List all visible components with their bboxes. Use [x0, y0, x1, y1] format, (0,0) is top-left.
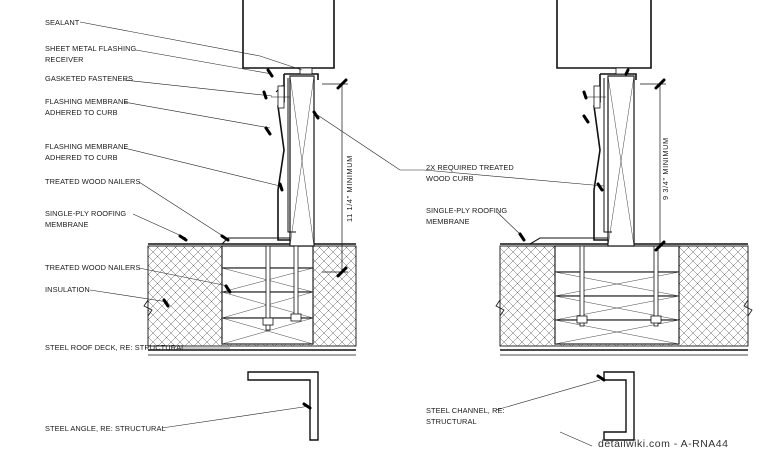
right-labels: 2X REQUIRED TREATED WOOD CURB SINGLE-PLY… [426, 163, 514, 426]
right-detail: 9 3/4" MINIMUM 2X REQUIRED TREATED WOOD … [315, 0, 753, 447]
left-break-line [143, 299, 153, 317]
label-insulation: INSULATION [45, 285, 90, 294]
label-flashing-membrane-1: FLASHING MEMBRANE [45, 97, 128, 106]
left-leader-ticks [162, 68, 320, 410]
left-detail: 11 1/4" MINIMUM [45, 0, 357, 441]
watermark-text: detailwiki.com - A-RNA44 [598, 438, 728, 450]
left-dimension-label: 11 1/4" MINIMUM [345, 155, 354, 222]
label-structural: STRUCTURAL [426, 417, 477, 426]
label-sheet-metal-flashing: SHEET METAL FLASHING [45, 44, 137, 53]
label-single-ply-roofing: SINGLE-PLY ROOFING [45, 209, 126, 218]
label-flashing-membrane-2: FLASHING MEMBRANE [45, 142, 128, 151]
label-sealant: SEALANT [45, 18, 80, 27]
label-adhered-to-curb-1: ADHERED TO CURB [45, 108, 118, 117]
left-dimension: 11 1/4" MINIMUM [322, 78, 354, 278]
label-wood-curb: WOOD CURB [426, 174, 474, 183]
label-steel-angle: STEEL ANGLE, RE: STRUCTURAL [45, 424, 166, 433]
right-dimension-label: 9 3/4" MINIMUM [661, 137, 670, 200]
label-steel-roof-deck: STEEL ROOF DECK, RE: STRUCTURAL [45, 343, 185, 352]
label-adhered-to-curb-2: ADHERED TO CURB [45, 153, 118, 162]
left-leaders [79, 21, 311, 429]
label-single-ply-roofing-right: SINGLE-PLY ROOFING [426, 206, 507, 215]
left-steel-angle [247, 371, 319, 441]
label-treated-wood-nailers-1: TREATED WOOD NAILERS [45, 177, 141, 186]
right-break-line [495, 299, 505, 317]
left-labels: SEALANT SHEET METAL FLASHING RECEIVER GA… [45, 18, 185, 433]
label-2x-required-treated: 2X REQUIRED TREATED [426, 163, 514, 172]
right-steel-channel [603, 371, 635, 441]
label-membrane-right: MEMBRANE [426, 217, 470, 226]
label-receiver: RECEIVER [45, 55, 84, 64]
label-treated-wood-nailers-2: TREATED WOOD NAILERS [45, 263, 141, 272]
right-equipment-outline [556, 0, 652, 69]
left-equipment-outline [242, 0, 335, 69]
left-anchor-bolts [262, 245, 302, 331]
left-sealant [299, 67, 313, 75]
label-gasketed-fasteners: GASKETED FASTENERS [45, 74, 133, 83]
label-membrane: MEMBRANE [45, 220, 89, 229]
label-steel-channel: STEEL CHANNEL, RE: [426, 406, 505, 415]
right-dimension: 9 3/4" MINIMUM [640, 78, 670, 252]
right-leader-ticks [518, 68, 630, 382]
right-wood-nailers [554, 245, 680, 345]
